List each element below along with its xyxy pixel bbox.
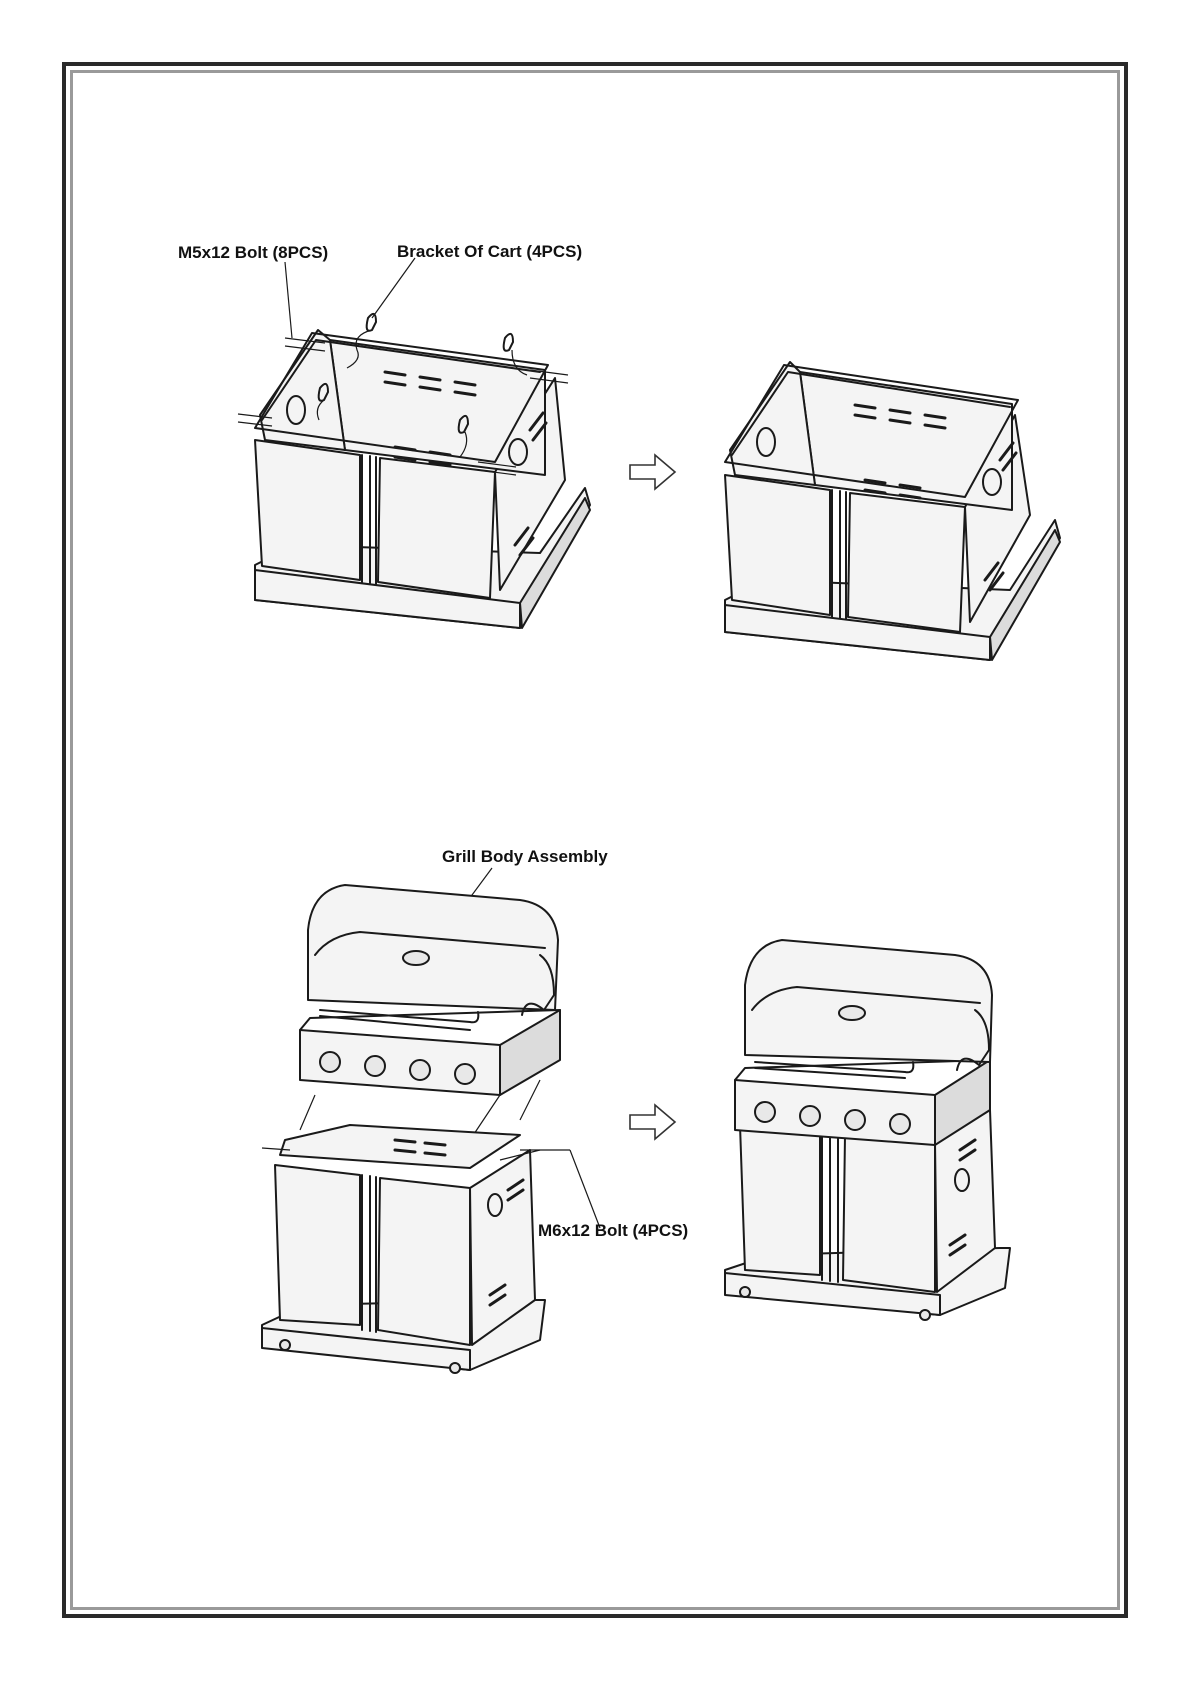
assembled-grill-after — [725, 940, 1010, 1320]
burner-knob-icon — [845, 1110, 865, 1130]
m5-bolt-label: M5x12 Bolt (8PCS) — [178, 243, 328, 262]
temperature-gauge-icon — [839, 1006, 865, 1020]
burner-knob-icon — [320, 1052, 340, 1072]
temperature-gauge-icon — [403, 951, 429, 965]
grill-body-assembly-label: Grill Body Assembly — [442, 847, 608, 866]
step-arrow-2-icon — [630, 1105, 675, 1139]
cart-frame-before — [238, 258, 590, 628]
cart-door-left — [255, 440, 360, 580]
burner-knob-icon — [410, 1060, 430, 1080]
grill-lid — [308, 885, 558, 1010]
grill-body-assembly-before — [300, 885, 560, 1140]
burner-knob-icon — [755, 1102, 775, 1122]
cart-frame-after — [725, 362, 1060, 660]
burner-knob-icon — [365, 1056, 385, 1076]
burner-knob-icon — [800, 1106, 820, 1126]
m6-bolt-label: M6x12 Bolt (4PCS) — [538, 1221, 688, 1240]
bracket-of-cart-label: Bracket Of Cart (4PCS) — [397, 242, 582, 261]
cart-door-right — [378, 458, 495, 598]
step-arrow-1-icon — [630, 455, 675, 489]
cart-frame-step2 — [262, 1125, 570, 1373]
burner-knob-icon — [890, 1114, 910, 1134]
burner-knob-icon — [455, 1064, 475, 1084]
